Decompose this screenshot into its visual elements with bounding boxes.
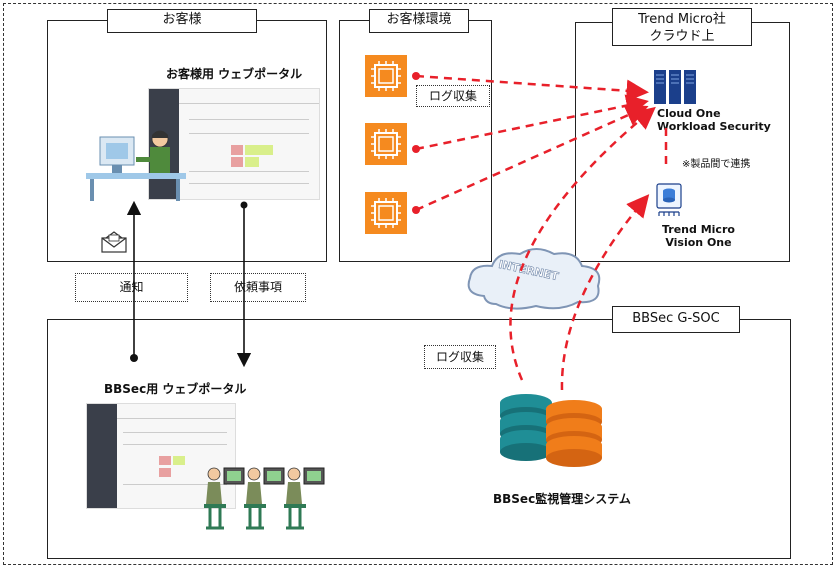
environment-log-label: ログ収集 — [416, 85, 490, 107]
log-arrow-3 — [415, 104, 649, 212]
soc-operators-icon — [204, 467, 325, 530]
monitoring-system-label: BBSec監視管理システム — [493, 492, 631, 506]
server-rack-icon — [654, 70, 696, 104]
vision-one-icon — [656, 183, 682, 216]
request-label: 依頼事項 — [210, 273, 306, 302]
log-origin-dot-2 — [412, 145, 420, 153]
gsoc-to-cloudone-line — [509, 106, 656, 381]
vision-one-line1: Trend Micro — [662, 223, 735, 236]
request-origin-dot — [240, 201, 248, 209]
log-arrow-2 — [415, 94, 649, 151]
portal-cell-green — [245, 145, 259, 155]
log-arrow-1 — [415, 74, 649, 102]
trendmicro-title-line1: Trend Micro社 — [638, 12, 726, 27]
customer-person-at-desk-icon — [86, 130, 186, 201]
vision-one-line2: Vision One — [665, 236, 732, 249]
gsoc-portal-sidebar — [87, 404, 117, 508]
trendmicro-title-line2: クラウド上 — [649, 29, 715, 44]
log-origin-dot-3 — [412, 206, 420, 214]
gsoc-to-visionone-line — [560, 194, 650, 391]
trendmicro-cloud-box — [575, 22, 790, 262]
customer-title: お客様 — [107, 9, 257, 33]
gsoc-title: BBSec G-SOC — [612, 306, 740, 333]
vision-one-label: Trend Micro Vision One — [662, 223, 735, 249]
portal-cell-red — [231, 145, 243, 155]
customer-environment-title: お客様環境 — [369, 9, 469, 33]
gsoc-portal-label: BBSec用 ウェブポータル — [104, 382, 247, 396]
customer-environment-box — [339, 20, 492, 262]
log-origin-dot-1 — [412, 72, 420, 80]
notify-label: 通知 — [75, 273, 188, 302]
aws-ec2-icon-3 — [365, 192, 407, 234]
internet-cloud-icon — [467, 248, 601, 310]
outer-dashed-frame — [3, 3, 833, 565]
envelope-icon — [101, 231, 127, 253]
notify-origin-dot — [130, 354, 138, 362]
cloud-one-label: Cloud One Workload Security — [657, 107, 771, 133]
cloud-one-line1: Cloud One — [657, 107, 721, 120]
cloud-one-line2: Workload Security — [657, 120, 771, 133]
aws-ec2-icon-2 — [365, 123, 407, 165]
product-link-note: ※製品間で連携 — [682, 159, 751, 170]
customer-portal-label: お客様用 ウェブポータル — [166, 67, 303, 81]
aws-ec2-icon-1 — [365, 55, 407, 97]
database-icon — [500, 394, 602, 467]
trendmicro-title: Trend Micro社 クラウド上 — [612, 8, 752, 46]
gsoc-log-label: ログ収集 — [424, 345, 496, 369]
